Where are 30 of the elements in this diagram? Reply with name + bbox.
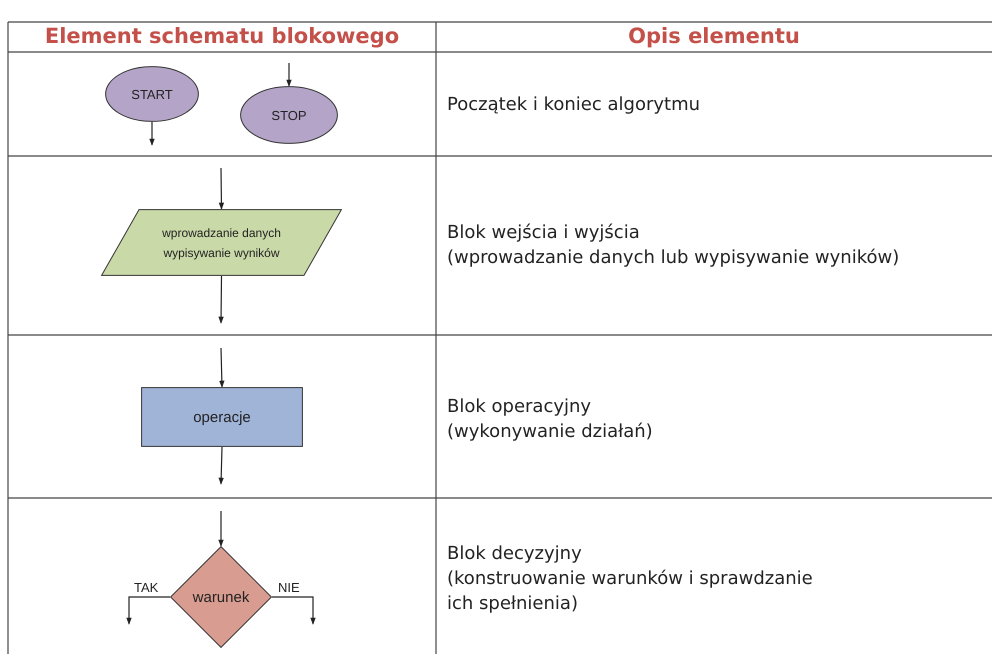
description-text: (wykonywanie działań): [447, 420, 654, 444]
node-label: wprowadzanie danych wypisywanie wyników: [161, 224, 282, 262]
node-label: operacje: [193, 408, 251, 428]
terminator-ellipse: [240, 86, 338, 144]
edge-label: TAK: [134, 581, 158, 595]
arrow: [286, 63, 292, 87]
arrow: [218, 511, 224, 547]
description-text: Początek i koniec algorytmu: [447, 93, 702, 117]
arrow: [272, 596, 316, 625]
decision-diamond: [170, 546, 272, 648]
description-text: (wprowadzanie danych lub wypisywanie wyników): [447, 246, 900, 270]
description-text: Blok wejścia i wyjścia: [447, 221, 641, 245]
arrow: [149, 122, 155, 146]
edge-label: NIE: [278, 581, 300, 595]
arrow: [218, 276, 224, 324]
process-box: [141, 387, 303, 447]
node-label: warunek: [192, 588, 250, 608]
arrow: [219, 348, 225, 388]
arrow: [218, 446, 224, 485]
description-text: Blok decyzyjny: [447, 542, 583, 566]
input-output-parallelogram: [101, 209, 342, 276]
arrow: [218, 168, 224, 210]
description-text: Blok operacyjny: [447, 395, 592, 419]
column-header: Element schematu blokowego: [44, 24, 400, 48]
column-header: Opis elementu: [627, 24, 801, 48]
description-text: (konstruowanie warunków i sprawdzanie ich spełnienia): [447, 567, 814, 616]
node-label: STOP: [271, 106, 307, 124]
terminator-ellipse: [105, 66, 199, 122]
arrow: [126, 596, 170, 625]
node-label: START: [131, 86, 173, 104]
